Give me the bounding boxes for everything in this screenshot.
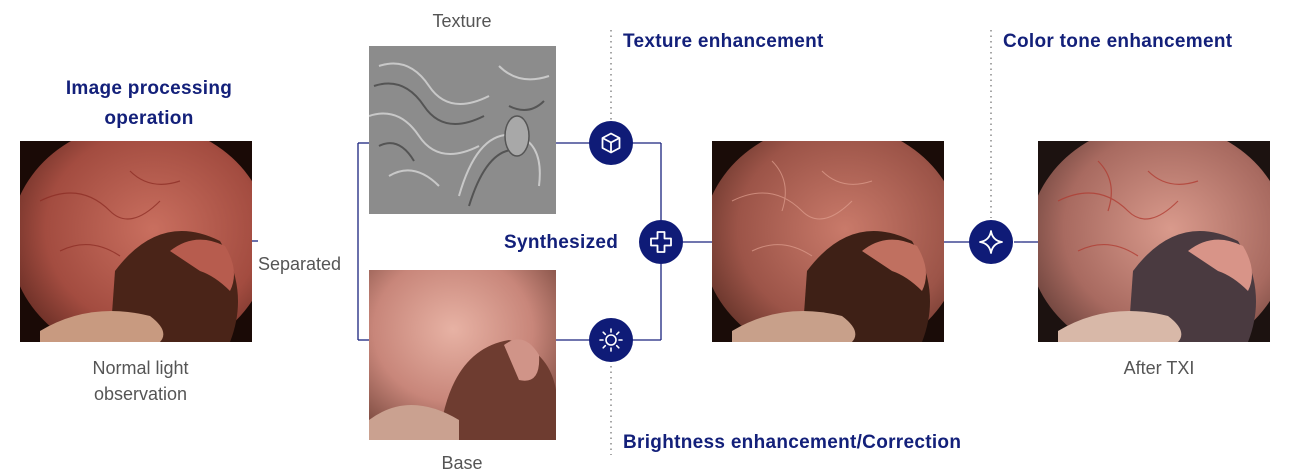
label-synthesized: Synthesized [504, 228, 618, 258]
synthesized-image [712, 141, 944, 342]
label-base: Base [412, 450, 512, 476]
base-image [369, 270, 556, 440]
sun-icon [589, 318, 633, 362]
title-color-tone-enhancement: Color tone enhancement [1003, 27, 1232, 57]
plus-icon [639, 220, 683, 264]
label-after-txi: After TXI [1104, 355, 1214, 381]
sparkle-icon [969, 220, 1013, 264]
title-texture-enhancement: Texture enhancement [623, 27, 824, 57]
texture-image [369, 46, 556, 214]
cube-icon [589, 121, 633, 165]
label-texture: Texture [412, 8, 512, 34]
title-image-processing: Image processing operation [44, 74, 254, 134]
normal-light-image [20, 141, 252, 342]
title-brightness-enhancement: Brightness enhancement/Correction [623, 428, 961, 458]
label-normal-light-observation: Normal light observation [68, 355, 213, 407]
after-txi-image [1038, 141, 1270, 342]
label-separated: Separated [258, 251, 341, 277]
